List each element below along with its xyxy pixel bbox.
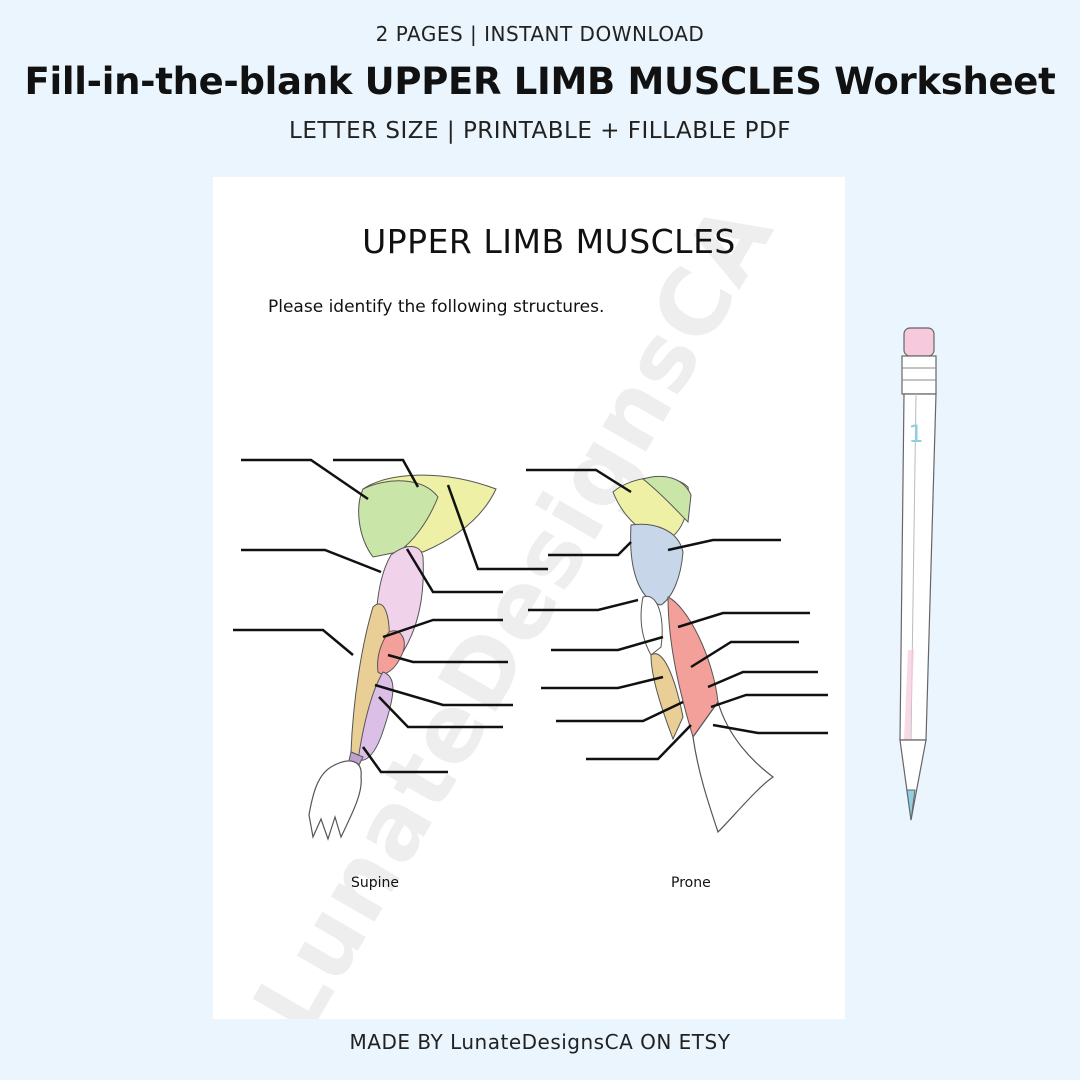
caption-supine: Supine bbox=[351, 875, 400, 891]
worksheet-page: LunateDesignsCA UPPER LIMB MUSCLES Pleas… bbox=[213, 177, 845, 1019]
prone-arm-illustration bbox=[612, 475, 775, 834]
headline: Fill-in-the-blank UPPER LIMB MUSCLES Wor… bbox=[24, 60, 1056, 103]
sub-line: LETTER SIZE | PRINTABLE + FILLABLE PDF bbox=[289, 118, 791, 144]
pencil-icon: 1 bbox=[899, 327, 937, 821]
worksheet-title: UPPER LIMB MUSCLES bbox=[362, 222, 736, 261]
supine-arm-illustration bbox=[308, 474, 497, 841]
top-line: 2 PAGES | INSTANT DOWNLOAD bbox=[375, 22, 705, 46]
supine-label-lines bbox=[233, 458, 548, 774]
footer-credit: MADE BY LunateDesignsCA ON ETSY bbox=[349, 1030, 731, 1054]
prone-label-lines bbox=[526, 468, 828, 761]
pencil-marking: 1 bbox=[908, 420, 923, 448]
caption-prone: Prone bbox=[671, 875, 711, 891]
worksheet-instructions: Please identify the following structures… bbox=[268, 297, 605, 317]
arm-figures bbox=[233, 458, 828, 841]
